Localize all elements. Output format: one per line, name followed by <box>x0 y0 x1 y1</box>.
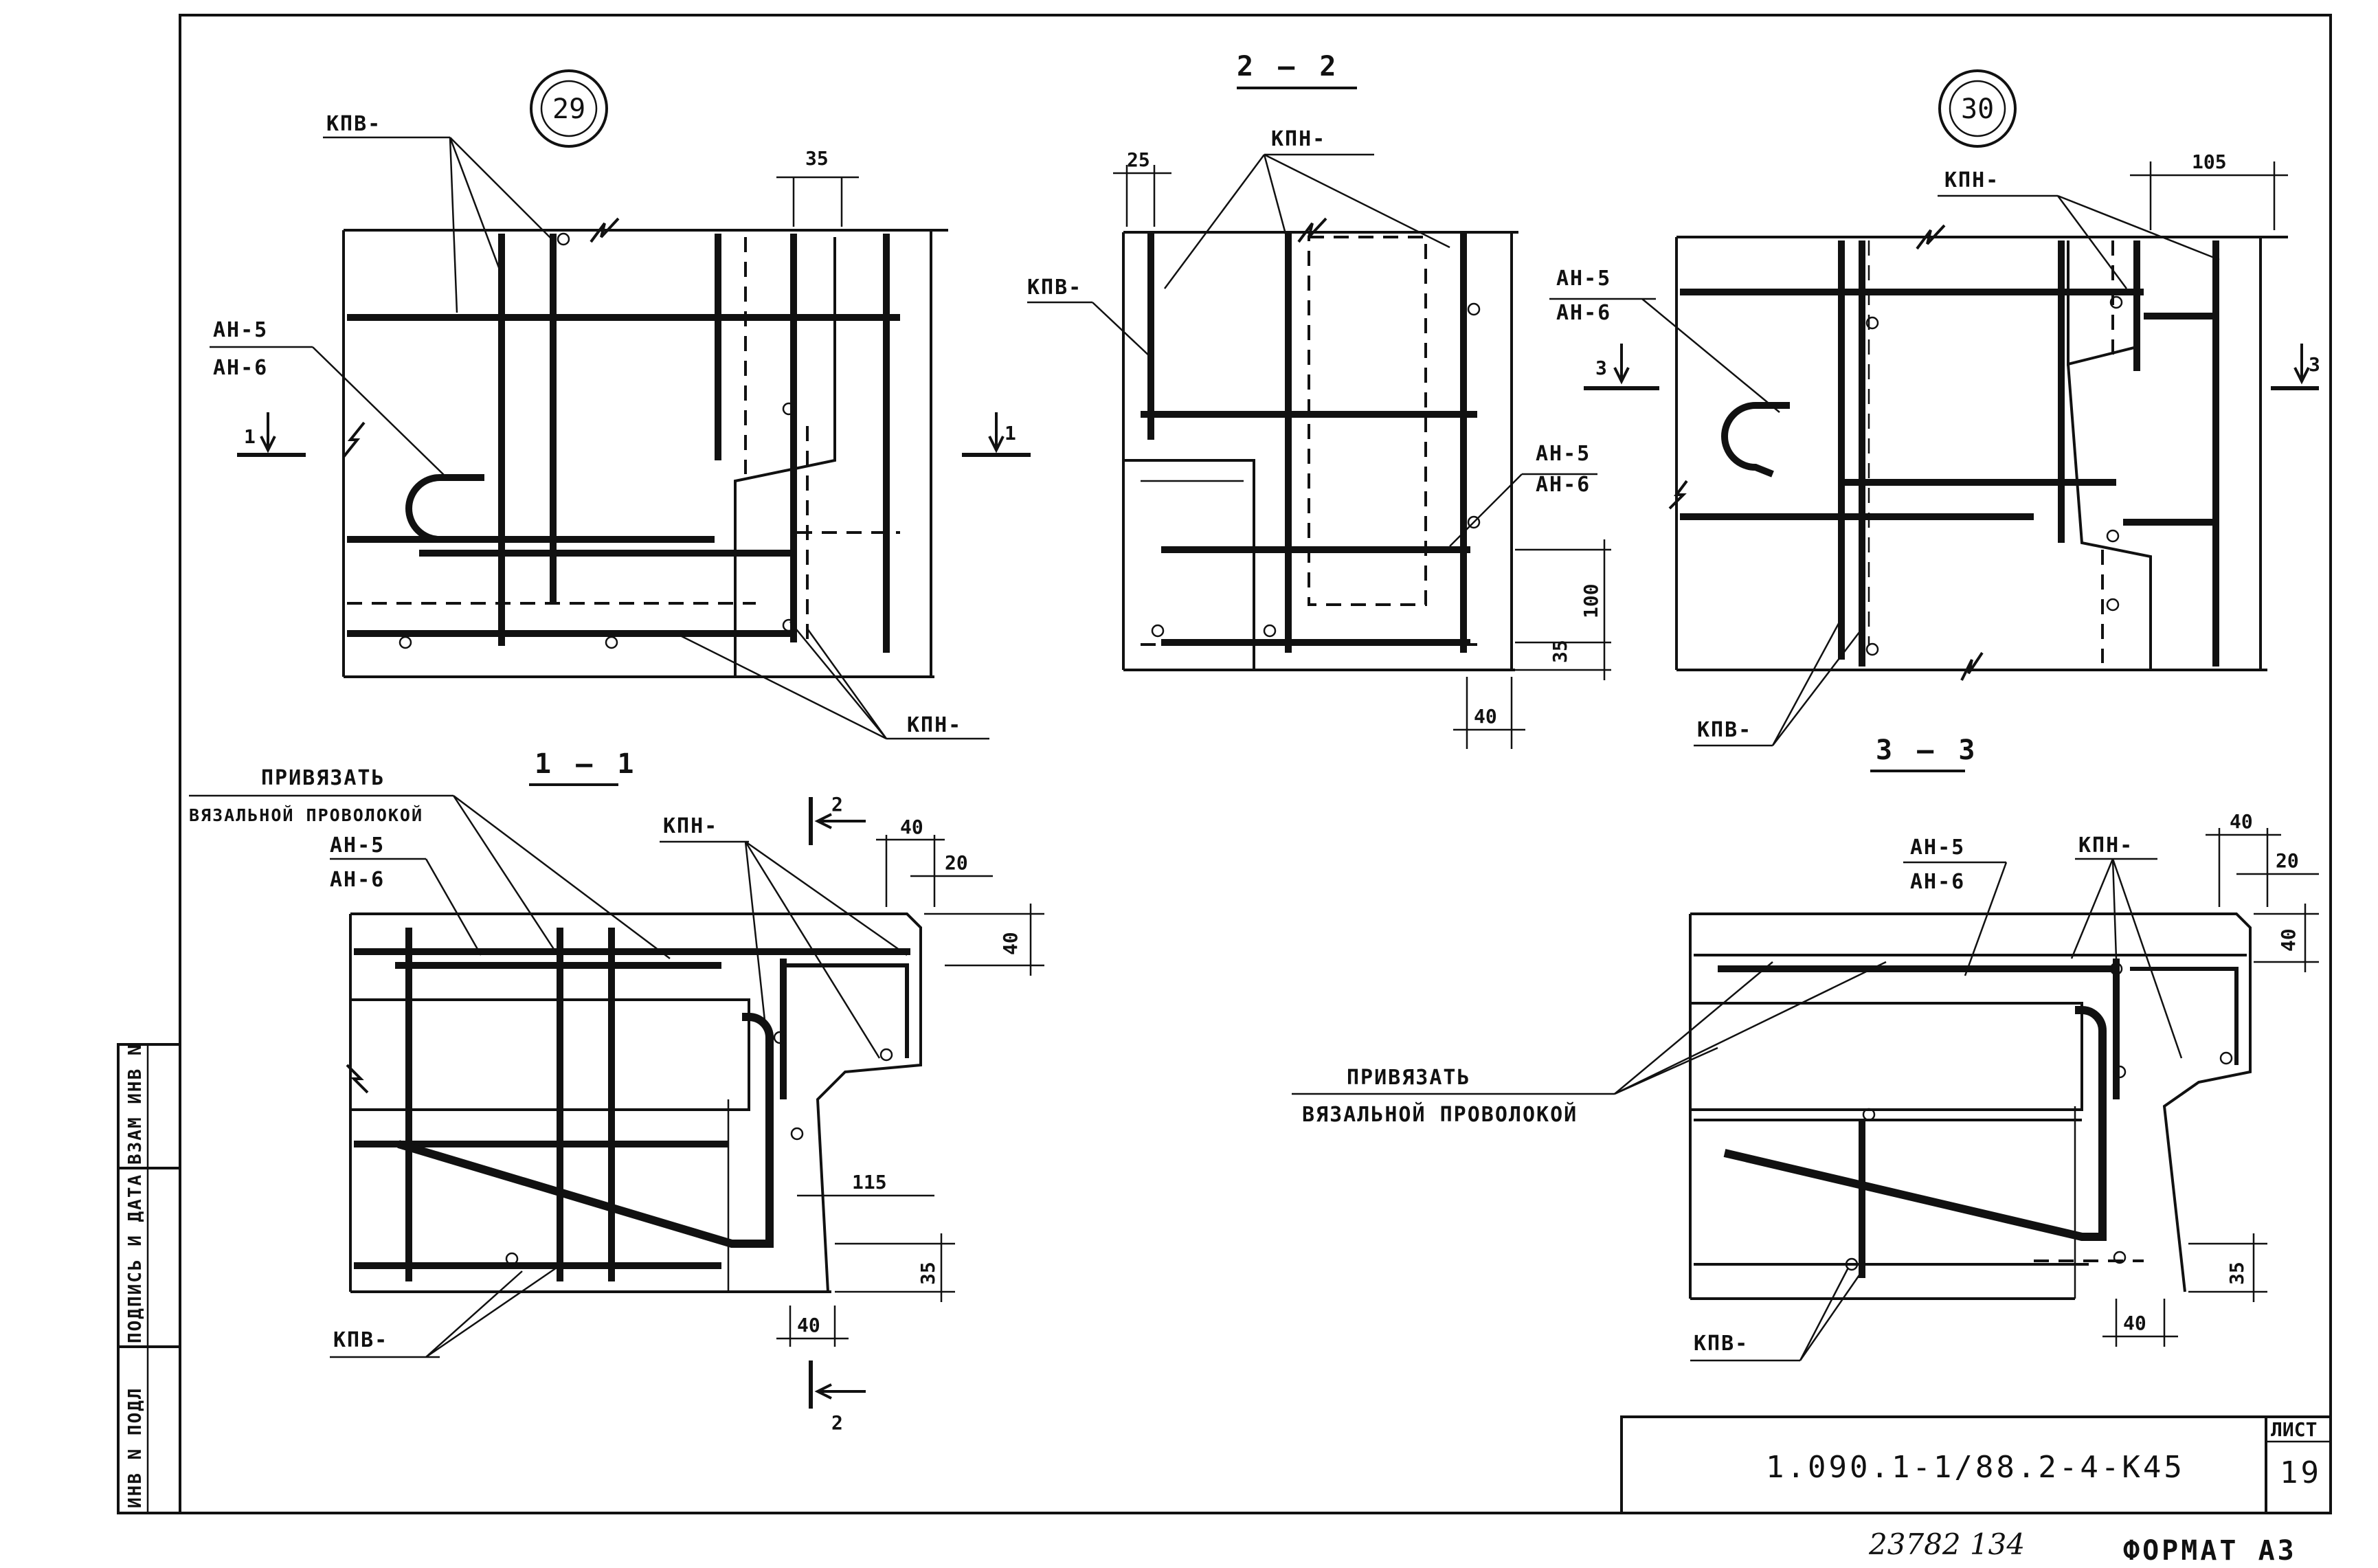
section-3-3-dim-35: 35 <box>2225 1262 2248 1285</box>
side-strip-inv-podl: ИНВ N ПОДЛ <box>125 1387 146 1508</box>
sheet-number: 19 <box>2280 1455 2322 1490</box>
section-2-2-kpv-label: КПВ- <box>1027 276 1082 300</box>
side-strip-vzam: ВЗАМ ИНВ N <box>125 1043 146 1165</box>
section-1-1-view: 1 — 1 ПРИВЯЗАТЬ ВЯЗАЛЬНОЙ ПРОВОЛОКОЙ АН-… <box>189 748 1044 1434</box>
title-block: 1.090.1-1/88.2-4-К45 ЛИСТ 19 <box>1620 1415 2332 1514</box>
node-30-view: 30 КПН- АН-5 АН-6 <box>1549 69 2320 747</box>
node-30-an5-label: АН-5 <box>1556 267 1611 291</box>
section-2-2-dim-40: 40 <box>1474 705 1497 728</box>
node-30-an6-label: АН-6 <box>1556 301 1611 325</box>
node-30-kpv-label: КПВ- <box>1697 718 1752 742</box>
side-strip-podpis: ПОДПИСЬ И ДАТА <box>125 1174 146 1343</box>
section-3-3-title: 3 — 3 <box>1876 735 1979 766</box>
sheet-frame <box>117 14 2332 1514</box>
node-30-dim-105: 105 <box>2192 150 2227 173</box>
format-label: ФОРМАТ А3 <box>2123 1535 2297 1565</box>
node-29-dim-35: 35 <box>805 147 829 170</box>
section-1-1-dim-35: 35 <box>917 1262 939 1285</box>
section-2-2-dim-35: 35 <box>1549 640 1571 663</box>
section-1-1-kpv-label: КПВ- <box>333 1328 388 1352</box>
handwritten-number: 23782 134 <box>1868 1527 2025 1561</box>
section-1-1-an5-label: АН-5 <box>330 833 385 858</box>
node-30-section-mark-right: 3 <box>2309 353 2320 376</box>
section-2-2-kpn-label: КПН- <box>1271 127 1326 151</box>
section-2-2-an5-label: АН-5 <box>1536 442 1591 466</box>
section-2-2-dim-100: 100 <box>1580 583 1602 618</box>
node-29-kpv-label: КПВ- <box>326 112 381 136</box>
section-1-1-dim-40-bottom: 40 <box>797 1314 820 1336</box>
side-strip: ИНВ N ПОДЛ ПОДПИСЬ И ДАТА ВЗАМ ИНВ N <box>125 1043 146 1508</box>
section-1-1-tie-label-2: ВЯЗАЛЬНОЙ ПРОВОЛОКОЙ <box>189 805 423 825</box>
node-29-an6-label: АН-6 <box>213 356 268 380</box>
section-3-3-an5-label: АН-5 <box>1910 836 1965 860</box>
section-3-3-view: 3 — 3 АН-5 АН-6 КПН- ПРИВЯЗАТЬ ВЯЗАЛЬНОЙ… <box>1292 735 2319 1362</box>
node-29-section-mark-right: 1 <box>1005 422 1016 445</box>
section-2-2-title: 2 — 2 <box>1237 51 1340 82</box>
node-29-section-mark-left: 1 <box>244 425 256 448</box>
section-3-3-dim-40-right: 40 <box>2277 928 2300 952</box>
section-1-1-dim-20: 20 <box>945 851 968 874</box>
section-3-3-kpn-label: КПН- <box>2078 833 2133 858</box>
section-3-3-dim-40-bottom: 40 <box>2123 1312 2146 1334</box>
node-29-kpn-label: КПН- <box>907 713 962 737</box>
section-3-3-tie-label-1: ПРИВЯЗАТЬ <box>1347 1066 1471 1090</box>
section-1-1-kpn-label: КПН- <box>663 814 718 838</box>
node-30-section-mark-left: 3 <box>1595 357 1607 379</box>
section-3-3-an6-label: АН-6 <box>1910 870 1965 894</box>
sheet-label: ЛИСТ <box>2271 1418 2317 1441</box>
section-1-1-title: 1 — 1 <box>535 748 638 780</box>
section-3-3-dim-40-top: 40 <box>2230 810 2253 833</box>
node-29-view: 29 КПВ- <box>210 69 1031 740</box>
section-1-1-tie-label-1: ПРИВЯЗАТЬ <box>261 766 385 790</box>
section-1-1-dim-40-top: 40 <box>900 816 923 838</box>
section-2-2-dim-25: 25 <box>1127 148 1150 171</box>
drawing-code: 1.090.1-1/88.2-4-К45 <box>1766 1450 2185 1485</box>
node-29-marker: 29 <box>552 93 585 125</box>
section-1-1-dim-115: 115 <box>852 1171 887 1194</box>
section-2-2-an6-label: АН-6 <box>1536 473 1591 497</box>
section-3-3-tie-label-2: ВЯЗАЛЬНОЙ ПРОВОЛОКОЙ <box>1302 1102 1578 1127</box>
node-30-marker: 30 <box>1961 93 1994 125</box>
section-1-1-dim-40-right: 40 <box>999 932 1022 955</box>
section-1-1-an6-label: АН-6 <box>330 868 385 892</box>
node-29-an5-label: АН-5 <box>213 318 268 342</box>
section-3-3-kpv-label: КПВ- <box>1694 1332 1749 1356</box>
section-3-3-dim-20: 20 <box>2276 849 2299 872</box>
section-2-2-view: 2 — 2 КПН- КПВ- АН-5 АН-6 <box>1027 51 1611 749</box>
section-1-1-mark-top: 2 <box>831 793 843 816</box>
node-30-kpn-label: КПН- <box>1944 168 1999 192</box>
section-1-1-mark-bottom: 2 <box>831 1411 843 1434</box>
